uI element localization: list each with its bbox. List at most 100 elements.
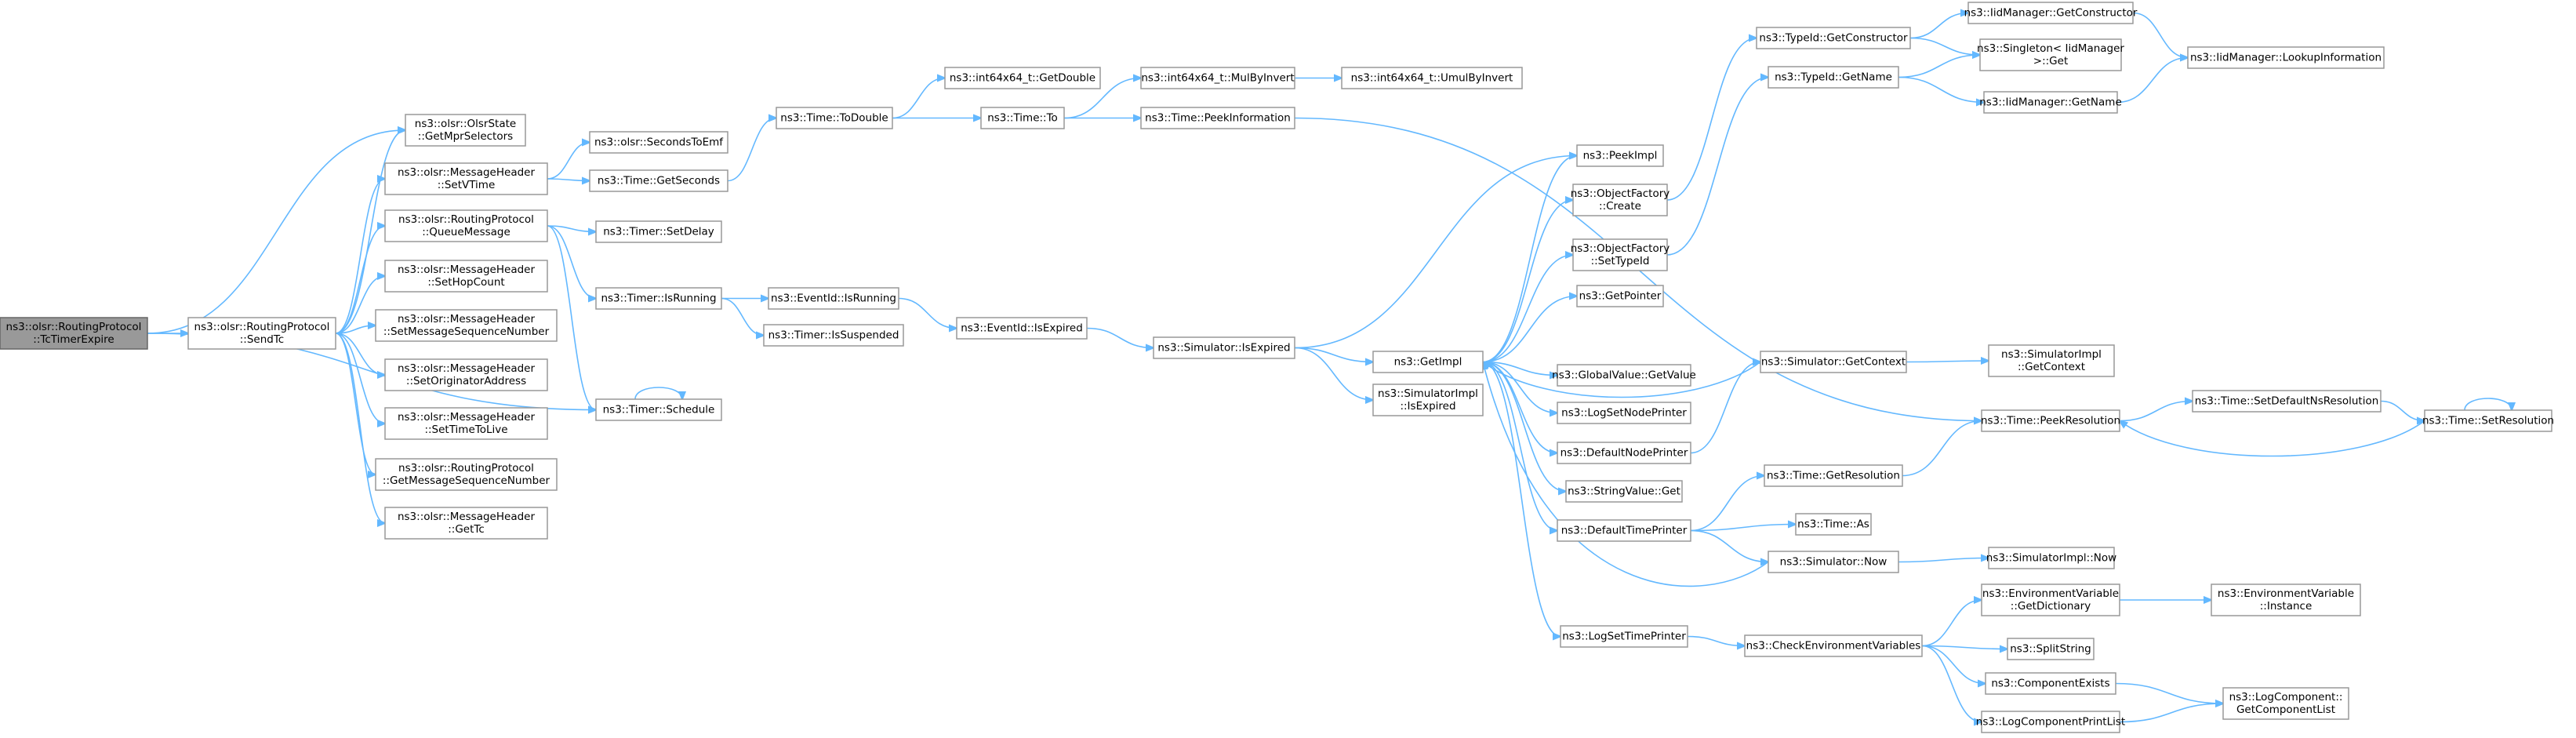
node-peekimpl[interactable]: ns3::PeekImpl (1576, 144, 1664, 167)
edge-root-to-getmpr (147, 130, 405, 334)
node-iidgetname[interactable]: ns3::IidManager::GetName (1979, 91, 2122, 114)
node-todouble[interactable]: ns3::Time::ToDouble (776, 107, 893, 129)
node-getsec[interactable]: ns3::Time::GetSeconds (589, 169, 728, 192)
node-label: ns3::olsr::MessageHeader (398, 166, 536, 179)
node-compexists[interactable]: ns3::ComponentExists (1985, 672, 2116, 695)
node-label: ns3::PeekImpl (1583, 150, 1658, 162)
node-setres[interactable]: ns3::Time::SetResolution (2422, 409, 2554, 432)
node-root[interactable]: ns3::olsr::RoutingProtocol::TcTimerExpir… (0, 317, 148, 350)
node-box (595, 220, 722, 243)
node-ofcreate[interactable]: ns3::ObjectFactory::Create (1571, 184, 1670, 216)
node-box (1981, 409, 2120, 432)
node-simimplctx[interactable]: ns3::SimulatorImpl::GetContext (1988, 344, 2115, 377)
node-splitstr[interactable]: ns3::SplitString (2007, 638, 2095, 660)
node-label: ns3::int64x64_t::GetDouble (950, 72, 1095, 85)
node-peekinfo[interactable]: ns3::Time::PeekInformation (1140, 107, 1295, 129)
node-sec2emf[interactable]: ns3::olsr::SecondsToEmf (589, 131, 728, 154)
node-setvtime[interactable]: ns3::olsr::MessageHeader::SetVTime (384, 162, 548, 195)
node-simgetctx[interactable]: ns3::Simulator::GetContext (1760, 351, 1907, 373)
node-box (1140, 67, 1295, 89)
node-timeas[interactable]: ns3::Time::As (1795, 513, 1872, 536)
node-box (1981, 711, 2120, 733)
node-gettc[interactable]: ns3::olsr::MessageHeader::GetTc (384, 507, 548, 540)
node-setseq[interactable]: ns3::olsr::MessageHeader::SetMessageSequ… (375, 309, 558, 342)
node-queuemsg[interactable]: ns3::olsr::RoutingProtocol::QueueMessage (384, 209, 548, 242)
node-setttl[interactable]: ns3::olsr::MessageHeader::SetTimeToLive (384, 407, 548, 440)
edge-gettimeres-to-peekres (1902, 421, 1982, 477)
node-box (384, 407, 548, 440)
edge-iidgetctor-to-iidlookup (2132, 12, 2188, 58)
edge-getimpl-to-defnode (1482, 361, 1557, 453)
node-umulbyinv[interactable]: ns3::int64x64_t::UmulByInvert (1341, 67, 1523, 89)
node-label: ns3::EventId::IsRunning (771, 293, 896, 305)
node-singleton[interactable]: ns3::Singleton< IidManager >::Get (1977, 38, 2124, 71)
node-simimplnow[interactable]: ns3::SimulatorImpl::Now (1986, 547, 2116, 569)
node-box (384, 209, 548, 242)
node-label: ::GetMessageSequenceNumber (383, 474, 550, 487)
node-svget[interactable]: ns3::StringValue::Get (1565, 480, 1683, 503)
edge-ofsettype-to-typegetname (1666, 78, 1768, 256)
node-isrunning[interactable]: ns3::Timer::IsRunning (595, 287, 722, 310)
node-typegetname[interactable]: ns3::TypeId::GetName (1768, 66, 1899, 89)
node-typegetctor[interactable]: ns3::TypeId::GetConstructor (1756, 27, 1911, 49)
node-label: ns3::SimulatorImpl::Now (1986, 552, 2116, 565)
node-box (2222, 687, 2349, 720)
node-envdict[interactable]: ns3::EnvironmentVariable::GetDictionary (1981, 583, 2120, 616)
node-envinst[interactable]: ns3::EnvironmentVariable::Instance (2211, 583, 2361, 616)
node-setorig[interactable]: ns3::olsr::MessageHeader::SetOriginatorA… (384, 358, 548, 391)
node-label: ns3::GlobalValue::GetValue (1552, 369, 1696, 382)
node-getseq[interactable]: ns3::olsr::RoutingProtocol::GetMessageSe… (375, 458, 558, 491)
edge-setvtime-to-getsec (547, 179, 590, 181)
node-setdelay[interactable]: ns3::Timer::SetDelay (595, 220, 722, 243)
node-schedule[interactable]: ns3::Timer::Schedule (595, 398, 722, 421)
node-sethop[interactable]: ns3::olsr::MessageHeader::SetHopCount (384, 260, 548, 293)
node-box (1557, 519, 1691, 542)
node-eidexpired[interactable]: ns3::EventId::IsExpired (956, 317, 1088, 340)
node-issusp[interactable]: ns3::Timer::IsSuspended (763, 324, 904, 347)
node-logcomplist[interactable]: ns3::LogComponent::GetComponentList (2222, 687, 2349, 720)
node-box (944, 67, 1101, 89)
node-ofsettype[interactable]: ns3::ObjectFactory::SetTypeId (1571, 238, 1670, 271)
edge-simnow-to-getimpl (1483, 362, 1769, 587)
node-iidlookup[interactable]: ns3::IidManager::LookupInformation (2187, 46, 2385, 69)
node-logcompprint[interactable]: ns3::LogComponentPrintList (1976, 711, 2125, 733)
node-eidrunning[interactable]: ns3::EventId::IsRunning (768, 287, 899, 310)
edge-sendtc-to-setorig (335, 333, 385, 375)
node-gvget[interactable]: ns3::GlobalValue::GetValue (1552, 364, 1696, 387)
node-box (1768, 551, 1899, 573)
node-timeto[interactable]: ns3::Time::To (980, 107, 1065, 129)
node-mulbyinv[interactable]: ns3::int64x64_t::MulByInvert (1140, 67, 1295, 89)
node-label: ::QueueMessage (422, 226, 510, 238)
node-simexpired[interactable]: ns3::Simulator::IsExpired (1153, 336, 1295, 359)
node-simnow[interactable]: ns3::Simulator::Now (1768, 551, 1899, 573)
node-simimplexp[interactable]: ns3::SimulatorImpl::IsExpired (1372, 384, 1484, 416)
edge-getsec-to-todouble (727, 118, 776, 182)
node-logsetnode[interactable]: ns3::LogSetNodePrinter (1557, 402, 1691, 424)
node-label: ns3::Simulator::IsExpired (1157, 342, 1290, 354)
node-label: ::SetTimeToLive (424, 424, 507, 436)
node-getpointer[interactable]: ns3::GetPointer (1576, 285, 1664, 307)
node-box (1795, 513, 1872, 536)
node-peekres[interactable]: ns3::Time::PeekResolution (1981, 409, 2120, 432)
node-sendtc[interactable]: ns3::olsr::RoutingProtocol::SendTc (187, 317, 336, 350)
edge-ofcreate-to-typegetctor (1666, 38, 1757, 201)
node-setdefns[interactable]: ns3::Time::SetDefaultNsResolution (2192, 390, 2382, 413)
node-box (0, 317, 148, 350)
node-deftime[interactable]: ns3::DefaultTimePrinter (1557, 519, 1691, 542)
edge-queuemsg-to-isrunning (547, 225, 596, 299)
node-box (384, 507, 548, 540)
node-iidgetctor[interactable]: ns3::IidManager::GetConstructor (1964, 2, 2138, 24)
node-getdouble[interactable]: ns3::int64x64_t::GetDouble (944, 67, 1101, 89)
node-gettimeres[interactable]: ns3::Time::GetResolution (1764, 464, 1903, 487)
node-getmpr[interactable]: ns3::olsr::OlsrState::GetMprSelectors (405, 114, 526, 147)
edge-simgetctx-to-getimpl (1483, 362, 1761, 398)
edge-logcompprint-to-logcomplist (2119, 703, 2223, 723)
node-logsettime[interactable]: ns3::LogSetTimePrinter (1560, 625, 1688, 648)
node-box (956, 317, 1088, 340)
node-getimpl[interactable]: ns3::GetImpl (1372, 351, 1484, 373)
edge-queuemsg-to-schedule (547, 225, 596, 410)
edge-checkenv-to-envdict (1921, 600, 1982, 647)
node-defnode[interactable]: ns3::DefaultNodePrinter (1557, 442, 1691, 464)
node-checkenv[interactable]: ns3::CheckEnvironmentVariables (1744, 634, 1923, 657)
edge-checkenv-to-logcompprint (1921, 645, 1982, 722)
